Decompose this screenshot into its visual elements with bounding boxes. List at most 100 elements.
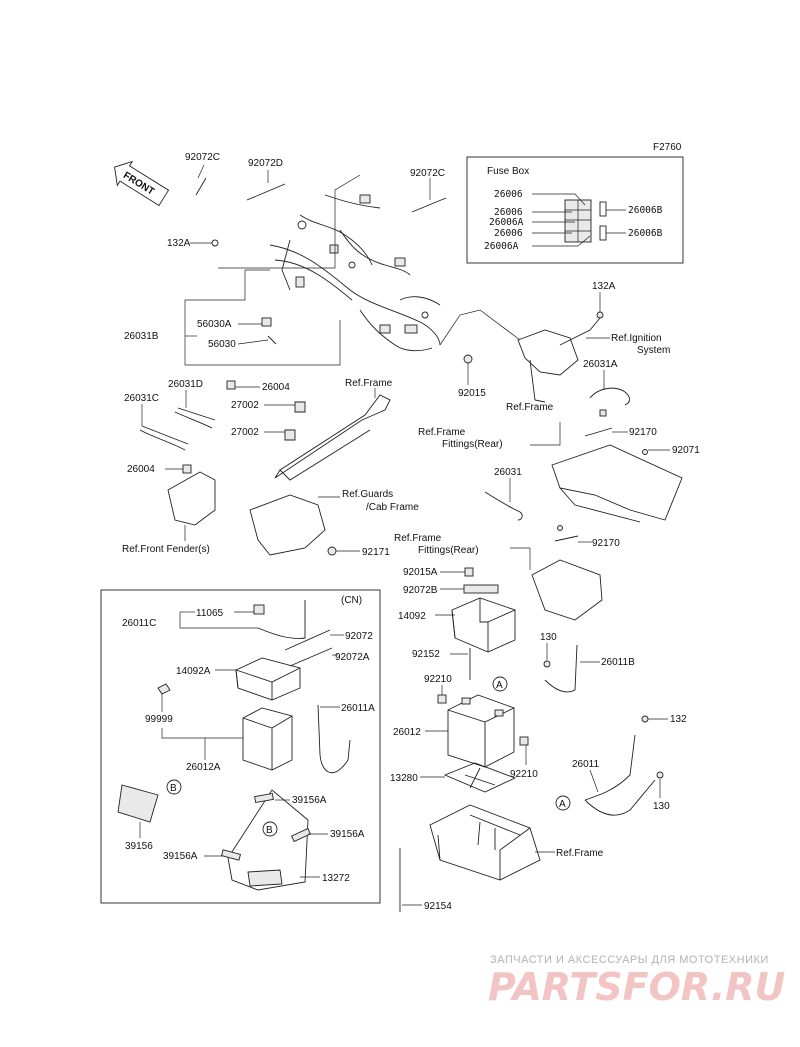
battery-holder-14092a [235, 657, 301, 701]
frame-bracket-upper [517, 311, 604, 403]
fuse-label-26006-1: 26006 [494, 189, 523, 200]
label-13272: 13272 [322, 873, 350, 884]
marker-a-upper-text: A [496, 680, 503, 691]
label-13280: 13280 [390, 773, 418, 784]
marker-b-upper-text: B [170, 783, 177, 794]
label-14092: 14092 [398, 611, 426, 622]
harness-26031d [174, 407, 216, 429]
nut-92015 [463, 354, 473, 364]
label-26004-a: 26004 [262, 382, 290, 393]
label-26012a: 26012A [186, 762, 221, 773]
label-130-a: 130 [540, 632, 557, 643]
nut-92015a [464, 567, 474, 577]
bracket-56030a [261, 317, 272, 327]
front-arrow-icon: FRONT [114, 160, 170, 207]
band-92072b [463, 584, 499, 594]
ref-guards-1: Ref.Guards [342, 489, 393, 500]
label-92015a: 92015A [403, 567, 438, 578]
label-92171: 92171 [362, 547, 390, 558]
battery-tray-13272 [220, 789, 312, 891]
ref-frame-fit-b1: Ref.Frame [394, 533, 442, 544]
label-92072b: 92072B [403, 585, 438, 596]
harness-26031 [484, 491, 523, 521]
rear-frame-fitting-upper [551, 427, 683, 523]
ref-frame-fit-a2: Fittings(Rear) [442, 439, 503, 450]
bolt-132a-a [211, 239, 219, 247]
clamp-56030 [267, 335, 277, 345]
label-99999: 99999 [145, 714, 173, 725]
tie-92072 [284, 629, 331, 651]
tie-92072a [289, 647, 333, 667]
label-sticker-39156 [117, 784, 159, 823]
bolt-130-b [656, 771, 664, 779]
cn-box-label: (CN) [341, 595, 362, 606]
fuse-box-title: Fuse Box [487, 166, 529, 177]
fuse-label-26006a-1: 26006A [489, 217, 524, 228]
label-26031a: 26031A [583, 359, 618, 370]
label-92170-a: 92170 [629, 427, 657, 438]
ref-ignition-1: Ref.Ignition [611, 333, 662, 344]
label-92072: 92072 [345, 631, 373, 642]
ref-frame-fit-b2: Fittings(Rear) [418, 545, 479, 556]
label-92072a: 92072A [335, 652, 370, 663]
label-39156a-a: 39156A [292, 795, 327, 806]
label-56030a: 56030A [197, 319, 232, 330]
label-132: 132 [670, 714, 687, 725]
front-arrow-label: FRONT [121, 170, 156, 198]
fuse-label-26006-3: 26006 [494, 228, 523, 239]
label-56030: 56030 [208, 339, 236, 350]
label-92072c-a: 92072C [185, 152, 220, 163]
ref-frame-fit-a1: Ref.Frame [418, 427, 466, 438]
label-39156a-c: 39156A [163, 851, 198, 862]
watermark-logo: PARTSFOR.RU [488, 965, 786, 1009]
label-26031c: 26031C [124, 393, 159, 404]
label-92210-b: 92210 [510, 769, 538, 780]
label-26012: 26012 [393, 727, 421, 738]
fuse-label-26006-2: 26006 [494, 207, 523, 218]
label-11065: 11065 [196, 608, 224, 619]
label-92015: 92015 [458, 388, 486, 399]
fuse-label-26006b-1: 26006B [628, 205, 663, 216]
label-26031d: 26031D [168, 379, 203, 390]
label-27002-b: 27002 [231, 427, 259, 438]
bolt-130-a [543, 660, 551, 668]
label-130-b: 130 [653, 801, 670, 812]
ref-frame-b: Ref.Frame [345, 378, 393, 389]
ref-frame-a: Ref.Frame [506, 402, 554, 413]
cable-26011b [544, 644, 578, 693]
label-26011c: 26011C [122, 618, 156, 629]
watermark-tagline: ЗАПЧАСТИ И АКСЕССУАРЫ ДЛЯ МОТОТЕХНИКИ [490, 954, 769, 966]
battery-26012a [242, 707, 293, 771]
tie-92072c-a [195, 177, 207, 196]
battery-frame-lower [429, 804, 541, 881]
label-92072d: 92072D [248, 158, 283, 169]
label-92072c-b: 92072C [410, 168, 445, 179]
label-132a-a: 132A [167, 238, 191, 249]
label-26011b: 26011B [601, 657, 635, 668]
marker-b-lower [262, 821, 278, 837]
label-132a-b: 132A [592, 281, 616, 292]
ref-front-fender: Ref.Front Fender(s) [122, 544, 210, 555]
rear-frame-fitting-lower [531, 525, 603, 621]
tie-92072c-b [411, 197, 447, 213]
label-27002-a: 27002 [231, 400, 259, 411]
bolt-132 [641, 715, 649, 723]
label-39156a-b: 39156A [330, 829, 365, 840]
tie-92072d [246, 183, 286, 201]
marker-b-lower-text: B [266, 825, 273, 836]
fuse-label-26006a-2: 26006A [484, 241, 519, 252]
label-92210-a: 92210 [424, 674, 452, 685]
fuse-label-26006b-2: 26006B [628, 228, 663, 239]
battery-26012 [437, 694, 529, 768]
clip-11065 [253, 604, 265, 615]
connector-26031a [599, 409, 607, 417]
harness-26031c [139, 425, 189, 451]
cable-26011-branch [584, 779, 656, 816]
label-26004-b: 26004 [127, 464, 155, 475]
clip-26004-a [226, 380, 236, 390]
main-wire-harness [269, 194, 441, 352]
plate-99999 [157, 683, 171, 695]
cab-frame-guard [249, 494, 337, 556]
label-92152: 92152 [412, 649, 440, 660]
cable-26011a [317, 704, 351, 773]
